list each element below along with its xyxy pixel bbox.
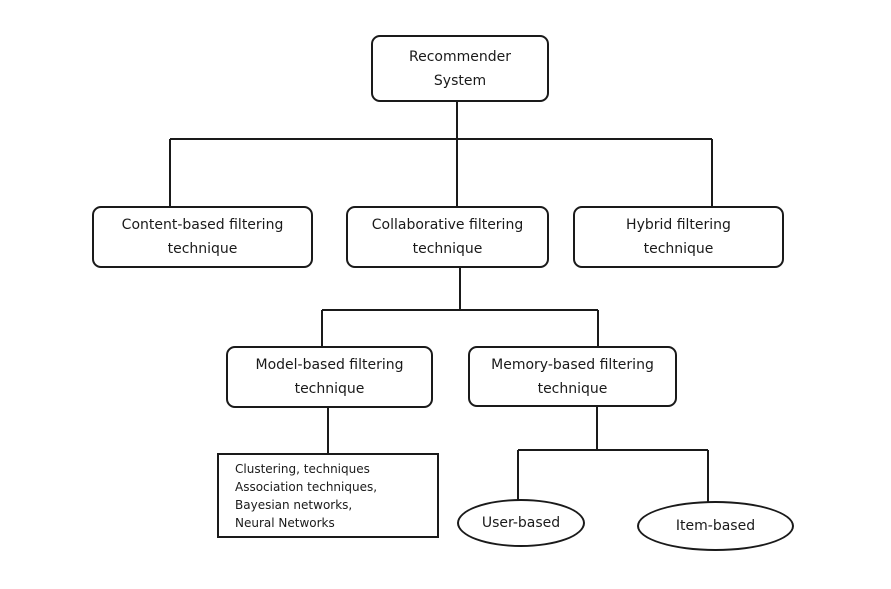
node-recommender-system: Recommender System bbox=[371, 35, 549, 102]
node-hybrid: Hybrid filtering technique bbox=[573, 206, 784, 268]
model-example-item: Neural Networks bbox=[235, 515, 335, 530]
model-example-item: Clustering, techniques bbox=[235, 461, 370, 476]
node-memory-based-label: Memory-based filtering technique bbox=[491, 356, 654, 397]
node-user-based-label: User-based bbox=[481, 515, 561, 531]
node-hybrid-label: Hybrid filtering technique bbox=[626, 217, 731, 257]
node-collaborative-label: Collaborative filtering technique bbox=[371, 217, 524, 257]
node-user-based: User-based bbox=[457, 499, 585, 547]
model-example-item: Association techniques, bbox=[235, 479, 378, 494]
node-model-based-label: Model-based filtering technique bbox=[255, 357, 404, 397]
node-model-examples-list: Clustering, techniques Association techn… bbox=[235, 460, 377, 532]
node-recommender-system-label: Recommender System bbox=[409, 48, 511, 89]
model-example-item: Bayesian networks, bbox=[235, 497, 353, 512]
node-item-based-label: Item-based bbox=[675, 518, 756, 534]
node-content-based: Content-based filtering technique bbox=[92, 206, 313, 268]
node-model-based: Model-based filtering technique bbox=[226, 346, 433, 408]
node-model-examples: Clustering, techniques Association techn… bbox=[217, 453, 439, 538]
node-memory-based: Memory-based filtering technique bbox=[468, 346, 677, 407]
node-item-based: Item-based bbox=[637, 501, 794, 551]
node-collaborative: Collaborative filtering technique bbox=[346, 206, 549, 268]
node-content-based-label: Content-based filtering technique bbox=[121, 217, 284, 257]
